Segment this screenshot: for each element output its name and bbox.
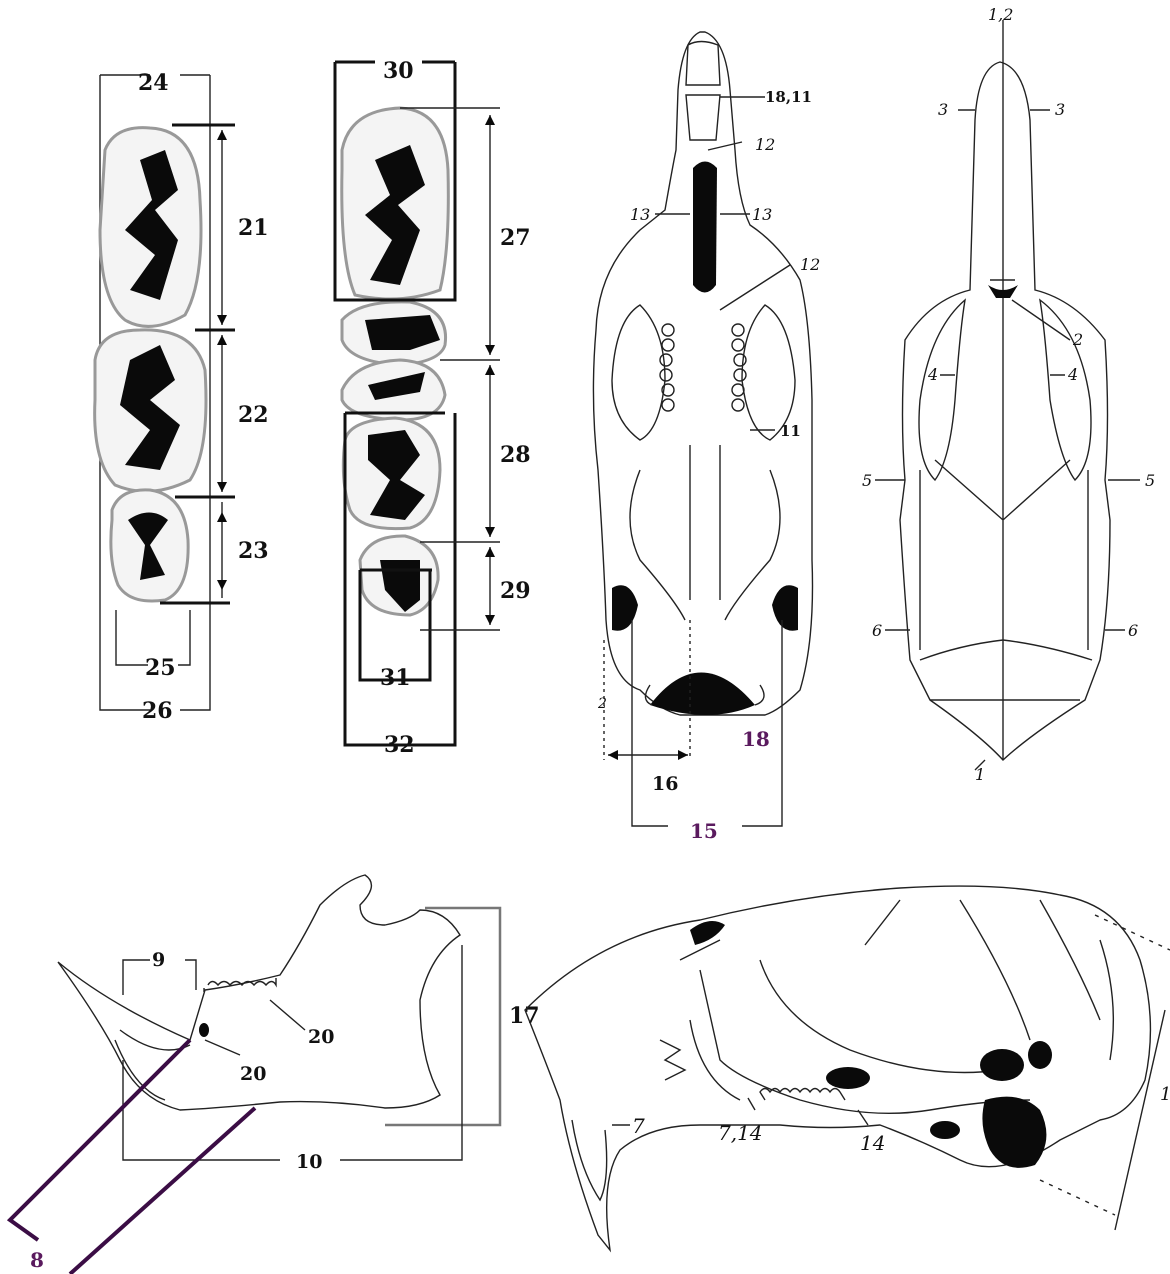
upper-tooth-row-right: [732, 324, 746, 411]
label-28: 28: [500, 442, 531, 468]
label-4-left: 4: [927, 365, 938, 384]
label-30: 30: [383, 58, 414, 84]
label-8: 8: [30, 1248, 44, 1272]
dorsal-skull-view: 1,2 3 3 2 4 4 5 5 6 6 1: [862, 5, 1155, 784]
label-25: 25: [145, 655, 176, 681]
upper-molar-row: 24 21 22 23 25 26: [95, 70, 269, 724]
label-27: 27: [500, 225, 531, 251]
label-29: 29: [500, 578, 531, 604]
mandible-view: 9 20 20 17 10 8: [10, 875, 540, 1274]
label-3-right: 3: [1055, 100, 1065, 119]
label-16: 16: [652, 773, 678, 795]
label-2-ventral: 2: [597, 696, 607, 712]
ventral-skull-view: 18,11 12 13 13 12 11 2 18 16 15: [593, 32, 820, 843]
label-22: 22: [238, 402, 269, 428]
label-15: 15: [690, 819, 718, 843]
label-32: 32: [384, 732, 415, 758]
label-6-left: 6: [872, 621, 882, 640]
label-23: 23: [238, 538, 269, 564]
label-20-right: 20: [308, 1026, 334, 1048]
label-13-right: 13: [752, 205, 772, 224]
label-26: 26: [142, 698, 173, 724]
label-5-right: 5: [1145, 471, 1155, 490]
label-18: 18: [742, 727, 770, 751]
label-7-14: 7,14: [718, 1121, 763, 1145]
label-12-top: 12: [755, 135, 775, 154]
label-1-dorsal: 1: [975, 765, 985, 784]
label-2-dorsal: 2: [1072, 330, 1083, 349]
label-11: 11: [780, 422, 801, 440]
label-14: 14: [860, 1131, 885, 1155]
label-10: 10: [296, 1151, 322, 1173]
label-1-lateral: 1: [1160, 1084, 1170, 1105]
label-13-left: 13: [630, 205, 650, 224]
lower-molar-row: 30 27 28 29 31 32: [335, 58, 531, 758]
label-20-left: 20: [240, 1063, 266, 1085]
label-3-left: 3: [938, 100, 948, 119]
label-6-right: 6: [1128, 621, 1138, 640]
label-9: 9: [152, 949, 165, 971]
label-7: 7: [632, 1114, 645, 1138]
label-31: 31: [380, 665, 411, 691]
label-21: 21: [238, 215, 269, 241]
label-17: 17: [509, 1003, 540, 1029]
label-5-left: 5: [862, 471, 872, 490]
label-12-side: 12: [800, 255, 820, 274]
label-4-right: 4: [1067, 365, 1078, 384]
label-18-11: 18,11: [765, 88, 812, 106]
lateral-skull-view: 7 7,14 14 1: [525, 886, 1170, 1250]
label-1-2: 1,2: [988, 5, 1013, 24]
label-24: 24: [138, 70, 169, 96]
